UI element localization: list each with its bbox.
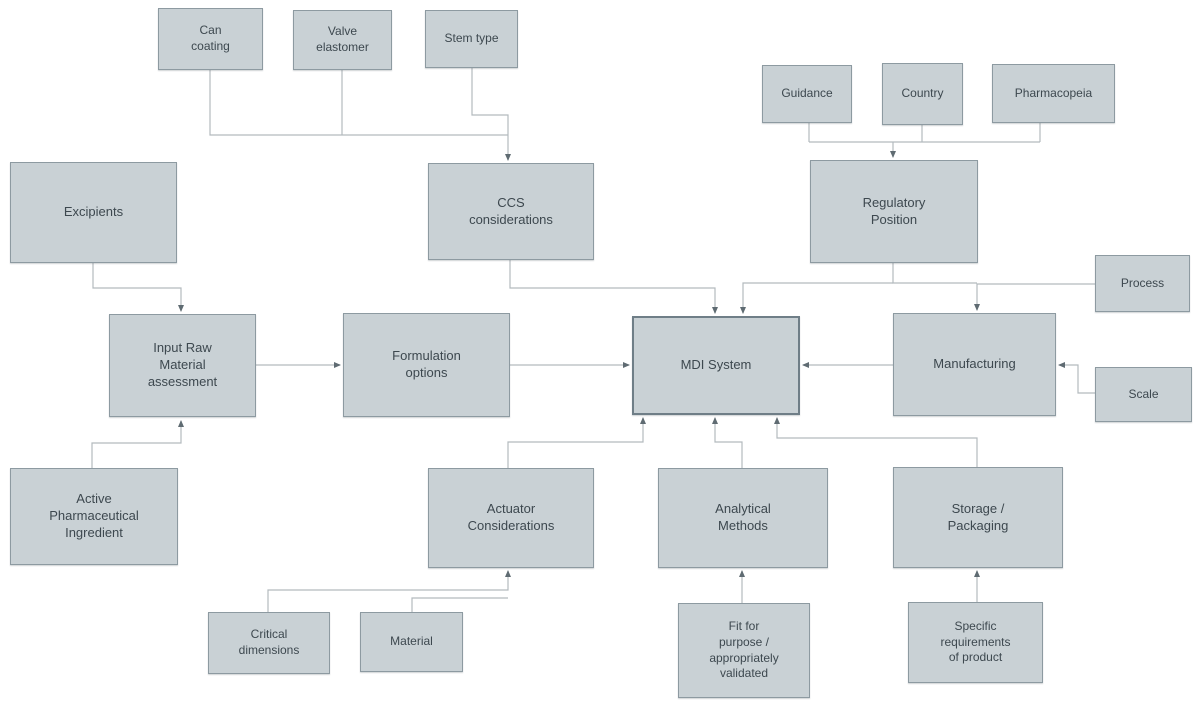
connector-regulatory-down [892,263,977,284]
connector-can-coating-join [209,70,508,136]
node-scale: Scale [1095,367,1192,422]
node-input-raw-material: Input Raw Material assessment [109,314,256,417]
node-active-pharmaceutical-ingredient: Active Pharmaceutical Ingredient [10,468,178,565]
node-actuator-considerations: Actuator Considerations [428,468,594,568]
node-manufacturing: Manufacturing [893,313,1056,416]
node-specific-requirements: Specific requirements of product [908,602,1043,683]
node-critical-dimensions: Critical dimensions [208,612,330,674]
node-mdi-system: MDI System [632,316,800,415]
node-regulatory-position: Regulatory Position [810,160,978,263]
node-analytical-methods: Analytical Methods [658,468,828,568]
node-storage-packaging: Storage / Packaging [893,467,1063,568]
connector-ccs-to-mdi [509,260,718,314]
node-stem-type: Stem type [425,10,518,68]
connector-scale-to-manufacturing [1058,362,1095,394]
connector-process-to-manufacturing [974,283,1095,311]
node-formulation-options: Formulation options [343,313,510,417]
connector-actuator-to-mdi [507,417,646,468]
connector-analytical-to-mdi [712,417,743,468]
node-guidance: Guidance [762,65,852,123]
connector-regulatory-to-mdi [740,282,893,314]
connector-excipients-to-input-raw [92,263,184,312]
connector-api-to-input-raw [91,420,184,468]
node-pharmacopeia: Pharmacopeia [992,64,1115,123]
node-country: Country [882,63,963,125]
connector-stem-type-to-ccs [471,68,511,161]
node-process: Process [1095,255,1190,312]
connector-critical-dims-to-actuator [267,570,511,612]
connector-storage-to-mdi [774,417,978,467]
connector-material-join [411,597,508,612]
node-ccs-considerations: CCS considerations [428,163,594,260]
node-can-coating: Can coating [158,8,263,70]
node-excipients: Excipients [10,162,177,263]
node-fit-for-purpose: Fit for purpose / appropriately validate… [678,603,810,698]
node-valve-elastomer: Valve elastomer [293,10,392,70]
node-material: Material [360,612,463,672]
